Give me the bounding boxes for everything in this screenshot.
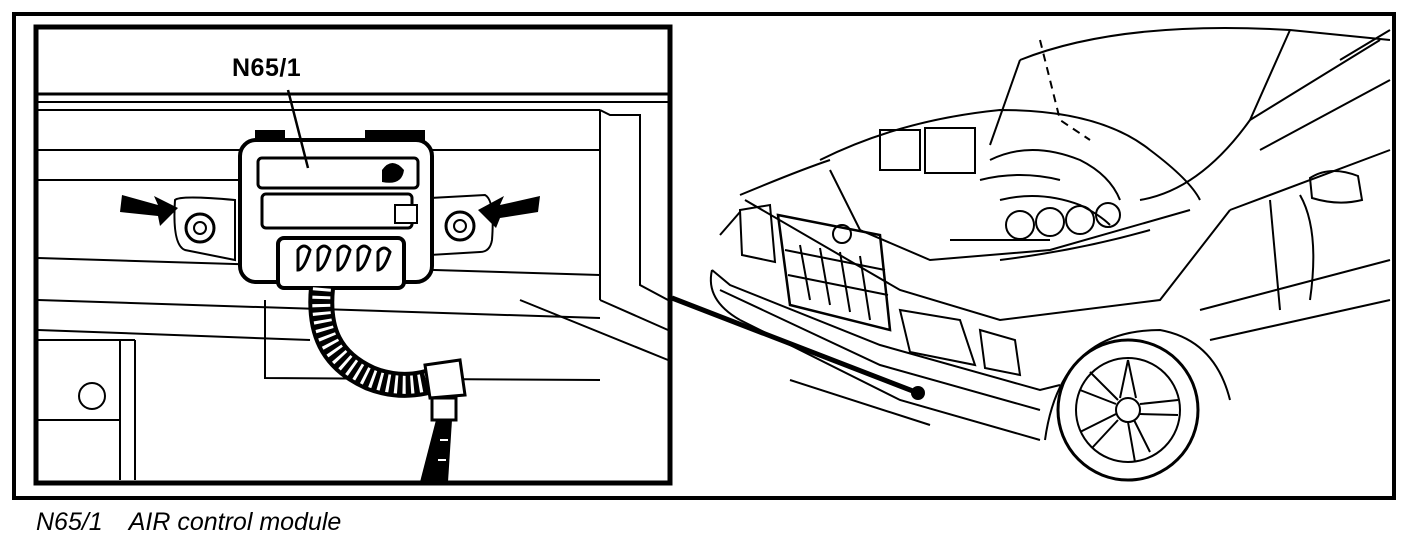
detail-inset [33,24,673,486]
arrow-left-icon [120,195,178,226]
car-illustration [709,27,1391,482]
outer-frame [12,12,1396,500]
figure-caption: N65/1 AIR control module [36,508,367,537]
caption-description: AIR control module [128,508,342,536]
location-dot-icon [911,386,925,400]
callout-label: N65/1 [232,54,302,82]
leader-line [671,295,919,396]
arrow-right-icon [478,196,540,228]
caption-code: N65/1 [36,508,103,536]
